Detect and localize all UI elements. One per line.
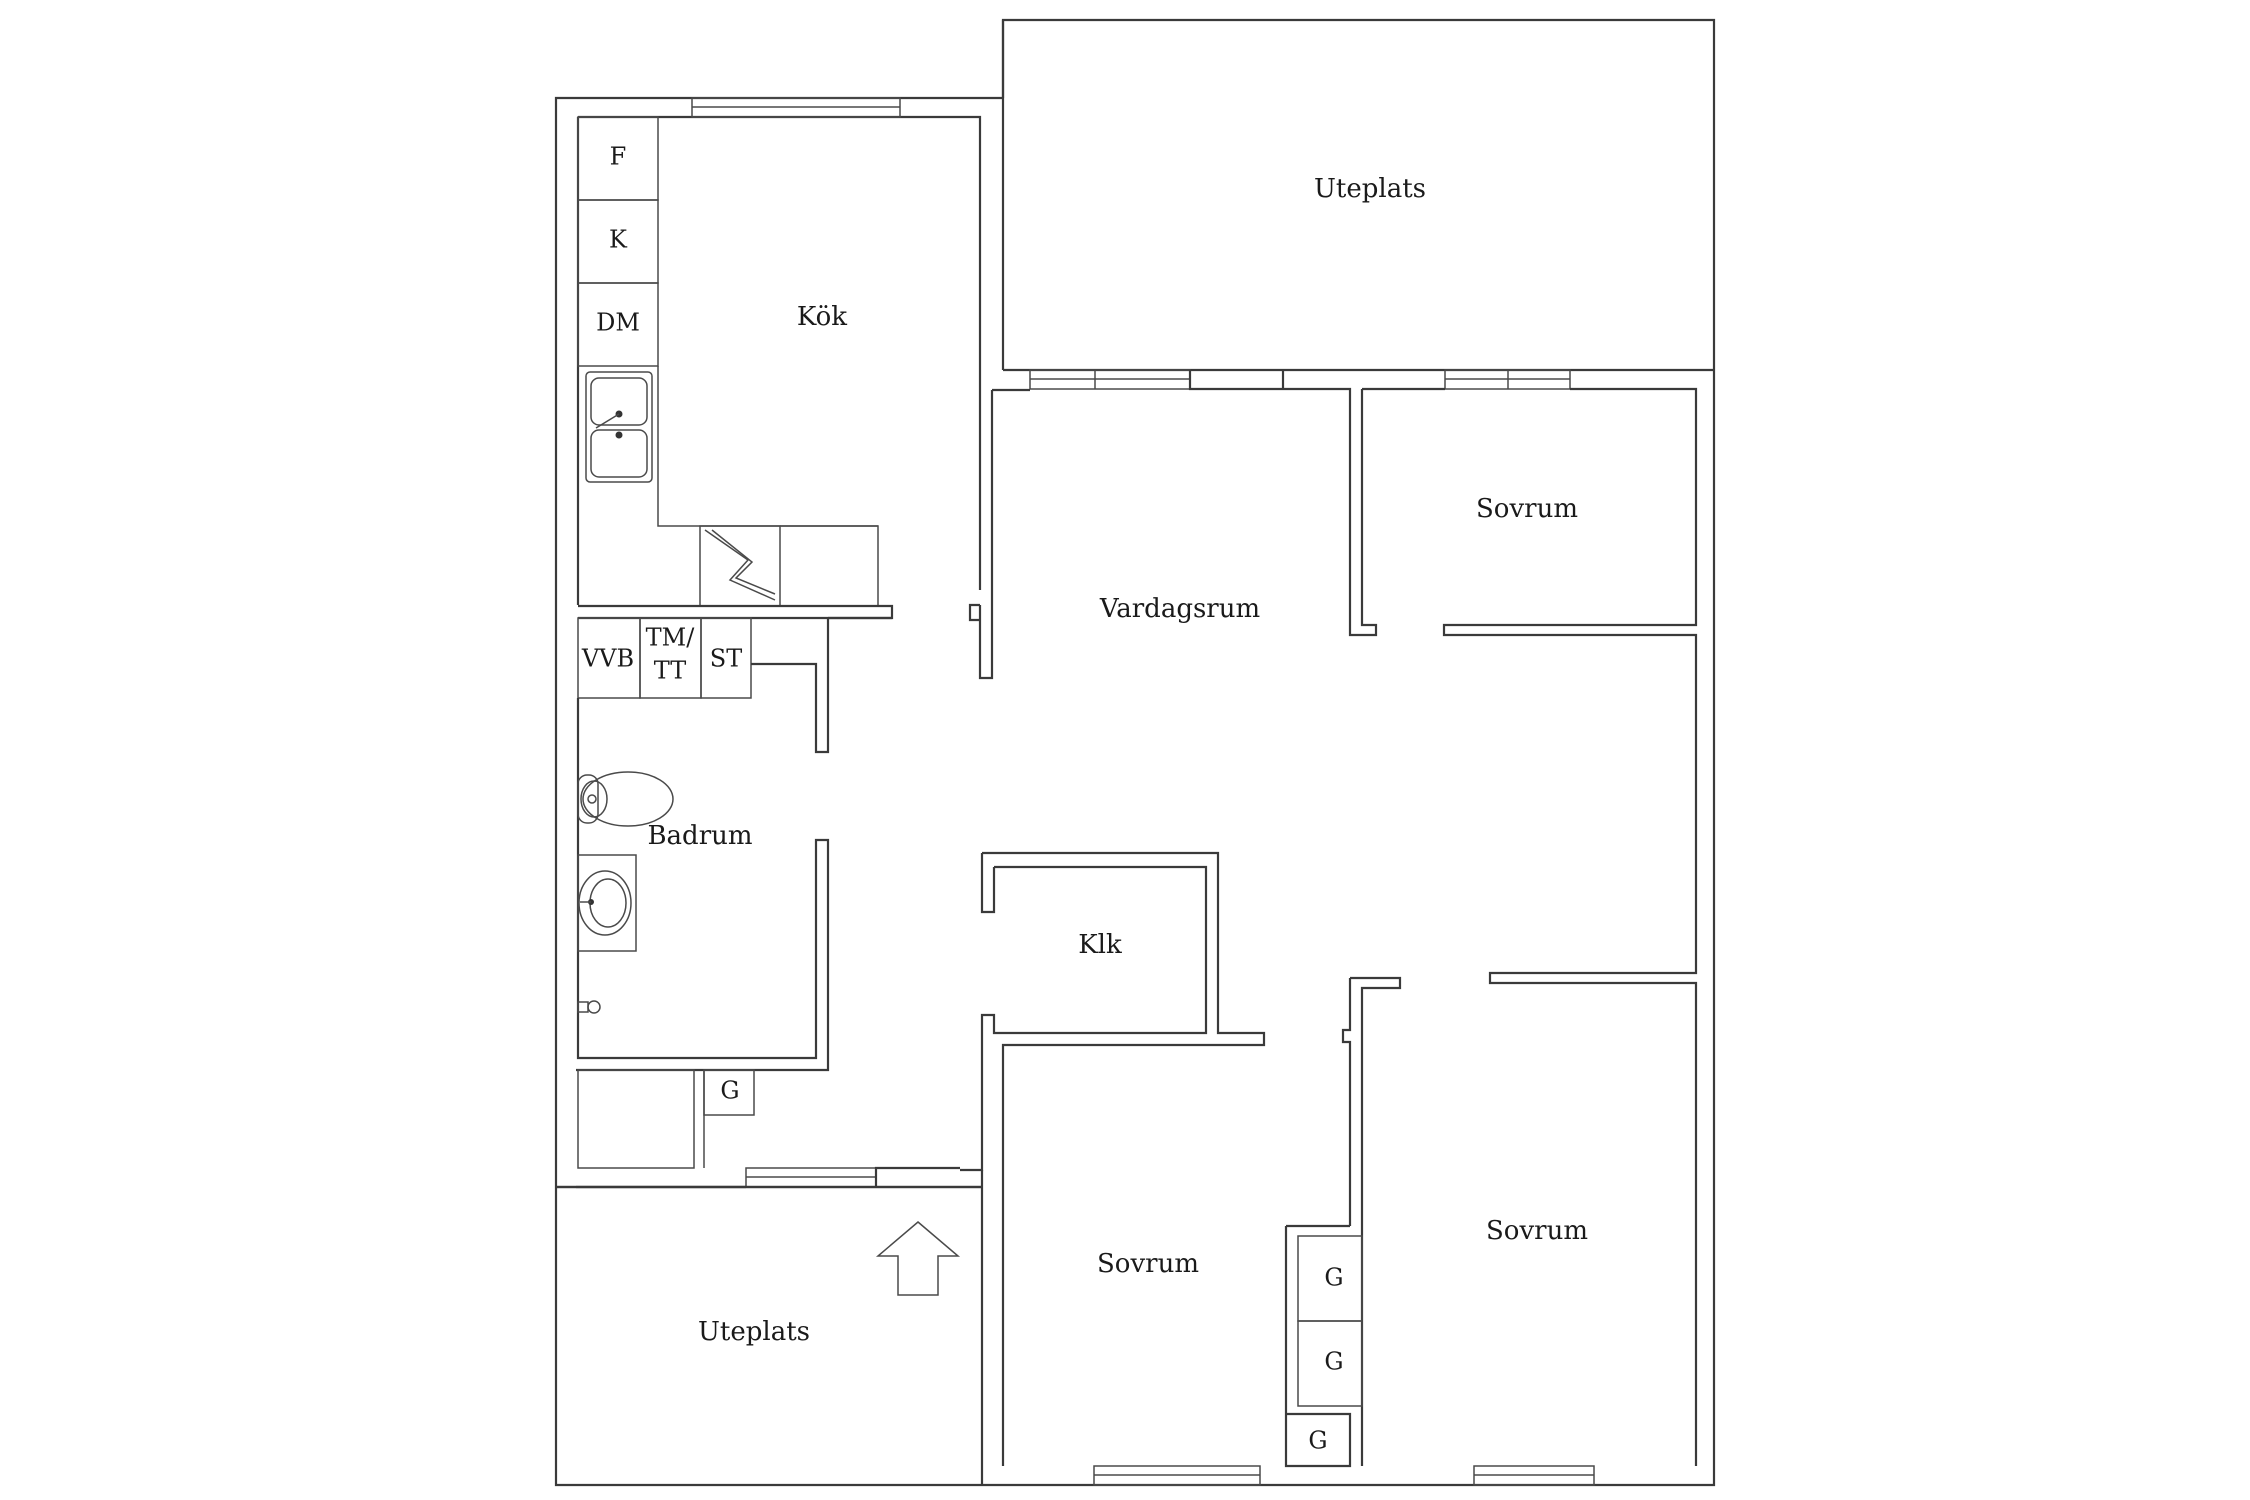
fixture-label-freezer: K (609, 226, 628, 254)
fixture-label-wardrobe-1: G (1324, 1264, 1343, 1292)
room-label-badrum: Badrum (647, 821, 752, 851)
room-label-sovrum-ne: Sovrum (1476, 494, 1578, 524)
washbasin-icon (577, 854, 637, 952)
entrance-arrow-icon (875, 1221, 961, 1296)
windows (691, 97, 1595, 1486)
kitchen-cabinets (577, 116, 894, 620)
fixture-label-water-heater: VVB (581, 645, 634, 673)
fixture-label-wardrobe-3: G (1308, 1427, 1327, 1455)
storage (577, 1069, 755, 1169)
fixture-label-dishwasher: DM (596, 309, 640, 337)
room-label-uteplats-bottom: Uteplats (698, 1317, 810, 1347)
room-label-klk: Klk (1078, 930, 1122, 960)
fixture-label-washer-1: TM/ (646, 624, 696, 652)
fixture-labels: F K DM VVB TM/ TT ST G G G G (581, 143, 1344, 1455)
fixture-label-wardrobe-hall: G (720, 1077, 739, 1105)
utility-row (577, 616, 892, 754)
fixture-label-fridge: F (610, 143, 627, 171)
room-label-vardagsrum: Vardagsrum (1099, 594, 1260, 624)
floor-drain-icon (577, 1000, 601, 1014)
room-labels: Uteplats Kök Vardagsrum Sovrum Badrum Kl… (647, 174, 1588, 1347)
room-label-sovrum-se: Sovrum (1486, 1216, 1588, 1246)
fixture-label-washer-2: TT (654, 657, 686, 685)
fixture-label-drying-cabinet: ST (710, 645, 742, 673)
stove-icon (704, 529, 776, 601)
sink-icon (585, 371, 653, 483)
room-label-uteplats-top: Uteplats (1314, 174, 1426, 204)
bathroom-walls (576, 698, 830, 1072)
toilet-icon (577, 771, 674, 827)
room-label-sovrum-s: Sovrum (1097, 1249, 1199, 1279)
fixture-label-wardrobe-2: G (1324, 1348, 1343, 1376)
room-label-kok: Kök (797, 302, 847, 332)
